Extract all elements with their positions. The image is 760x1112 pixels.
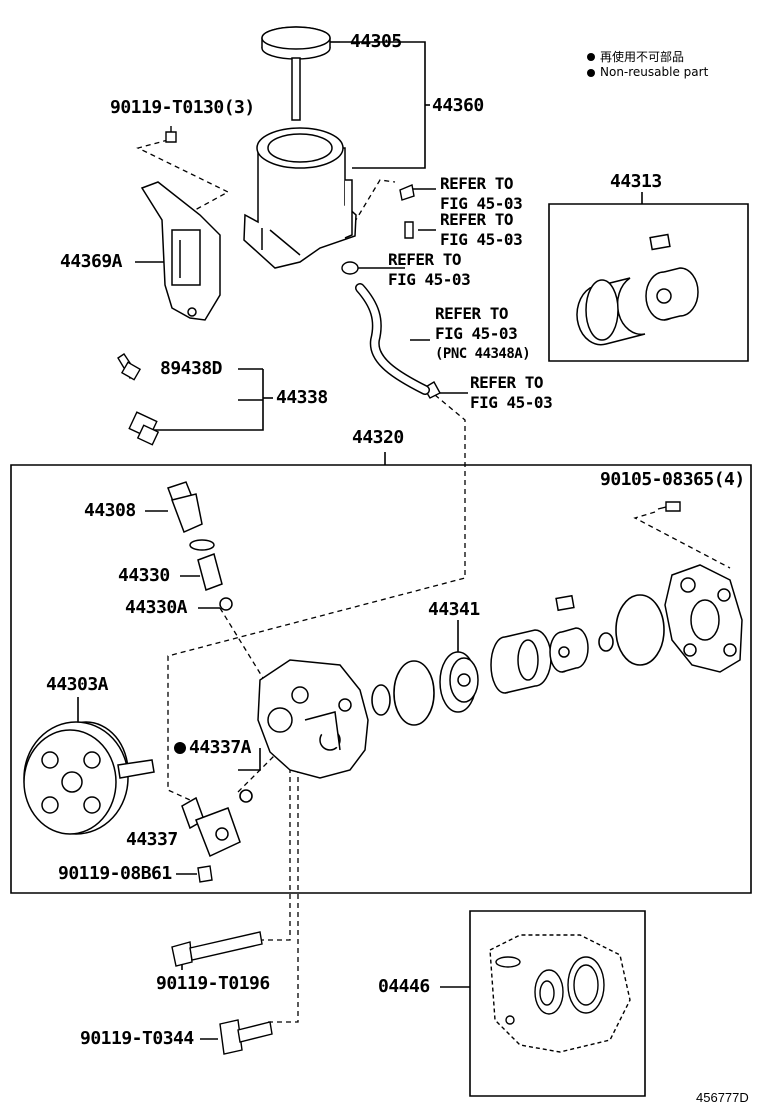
reservoir-cap-44305: [262, 27, 330, 120]
o-ring: [372, 685, 390, 715]
part-label: 89438D: [160, 358, 223, 379]
bolt-90119-T0344: [220, 1020, 272, 1054]
fitting-44308: [168, 482, 214, 550]
part-label: 90119-T0130(3): [110, 97, 255, 118]
part-label: 44308: [84, 500, 136, 521]
assembly-frame-44320: [11, 465, 751, 893]
part-label: 90105-08365(4): [600, 469, 745, 490]
bolt-90119-08B61: [198, 866, 212, 882]
fitting-44337: [182, 798, 240, 856]
o-ring: [394, 661, 434, 725]
clip-part: [405, 222, 413, 238]
part-label: 44338: [276, 387, 328, 408]
cartridge-kit-44313: [577, 235, 698, 345]
group-box-44313: [549, 204, 748, 361]
clip-part: [400, 185, 414, 200]
pulley-44303A: [24, 722, 154, 834]
gasket-kit-04446: [490, 935, 630, 1052]
part-label: 44313: [610, 171, 662, 192]
bolt-90119-T0130: [166, 126, 176, 142]
part-label: 90119-T0344: [80, 1028, 194, 1049]
part-label: 44341: [428, 599, 480, 620]
screw-90105-08365: [658, 502, 680, 511]
part-label: 44320: [352, 427, 404, 448]
diagram-code: 456777D: [696, 1090, 749, 1105]
part-label: 04446: [378, 976, 430, 997]
part-label: 44337A: [189, 737, 252, 758]
rear-housing: [665, 565, 742, 672]
plate-44341: [440, 652, 478, 712]
o-ring: [616, 595, 664, 665]
valve-44330: [198, 554, 232, 610]
non-reusable-bullet-icon: [174, 742, 186, 754]
group-box-04446: [470, 911, 645, 1096]
non-reusable-bullet-icon: [587, 53, 595, 61]
part-label: 44330: [118, 565, 170, 586]
legend-en: Non-reusable part: [600, 65, 709, 79]
part-label: 44360: [432, 95, 484, 116]
non-reusable-bullet-icon: [587, 69, 595, 77]
bolt-90119-T0196: [172, 932, 262, 966]
bracket-44369A: [142, 182, 220, 320]
o-ring: [599, 633, 613, 651]
part-label: 44303A: [46, 674, 109, 695]
o-ring: [240, 790, 252, 802]
reservoir-44360: [244, 128, 356, 268]
part-label: 44337: [126, 829, 178, 850]
legend-jp: 再使用不可部品: [600, 50, 685, 64]
pump-body: [258, 660, 368, 778]
part-label: 90119-T0196: [156, 973, 270, 994]
sensor-89438D: [118, 354, 140, 380]
rotor: [550, 596, 588, 672]
hose-clamp: [342, 262, 358, 274]
part-label: 90119-08B61: [58, 863, 172, 884]
cam-ring: [491, 630, 551, 693]
union-44338: [129, 412, 158, 445]
part-label: 44369A: [60, 251, 123, 272]
part-label: 44330A: [125, 597, 188, 618]
part-label: 44305: [350, 31, 402, 52]
